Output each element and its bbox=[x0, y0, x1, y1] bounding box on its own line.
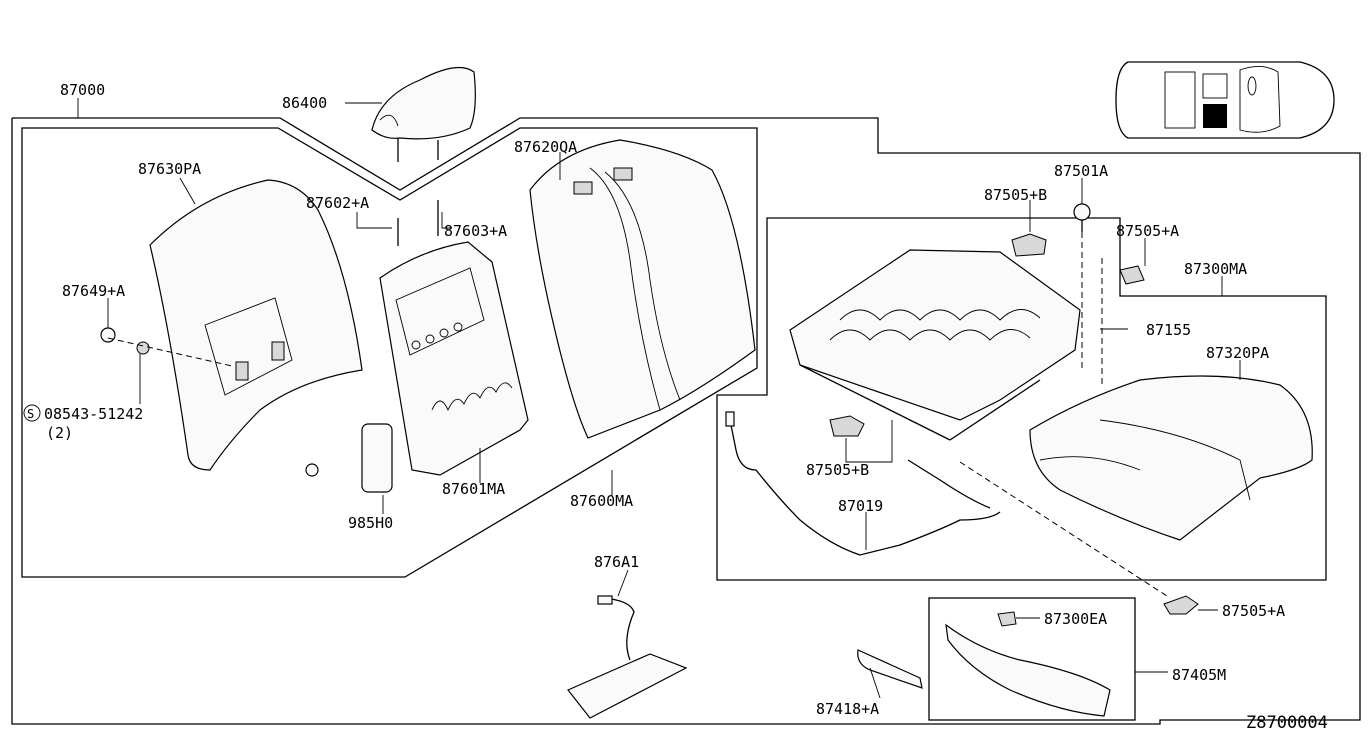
label-87405m: 87405M bbox=[1172, 666, 1226, 684]
label-87300ma: 87300MA bbox=[1184, 260, 1247, 278]
side-airbag-part bbox=[361, 423, 393, 493]
label-87505a-top: 87505+A bbox=[1116, 222, 1179, 240]
label-87019: 87019 bbox=[838, 497, 883, 515]
label-876a1: 876A1 bbox=[594, 553, 639, 571]
harness-87019 bbox=[725, 411, 1001, 556]
label-87649a: 87649+A bbox=[62, 282, 125, 300]
clip-87505a-top bbox=[1119, 265, 1145, 285]
label-87320pa: 87320PA bbox=[1206, 344, 1269, 362]
label-87000: 87000 bbox=[60, 81, 105, 99]
clip-87505a-bottom bbox=[1163, 595, 1199, 615]
clip-87505b-mid bbox=[829, 415, 865, 437]
car-location-icon bbox=[1115, 61, 1335, 139]
label-87155: 87155 bbox=[1146, 321, 1191, 339]
trim-87405m bbox=[945, 611, 1111, 717]
cushion-pad-part bbox=[1029, 375, 1313, 541]
label-08543-group: S 08543-51242 (2) bbox=[23, 404, 143, 442]
label-87505a-bottom: 87505+A bbox=[1222, 602, 1285, 620]
sensor-876a1 bbox=[567, 595, 688, 719]
seatback-outline bbox=[21, 127, 758, 578]
label-08543-qty: (2) bbox=[46, 424, 73, 442]
trim-outline bbox=[928, 597, 1136, 721]
label-87602a: 87602+A bbox=[306, 194, 369, 212]
label-985h0: 985H0 bbox=[348, 514, 393, 532]
clip-87505b-top bbox=[1011, 233, 1047, 257]
label-87600ma: 87600MA bbox=[570, 492, 633, 510]
label-87620qa: 87620QA bbox=[514, 138, 577, 156]
label-86400: 86400 bbox=[282, 94, 327, 112]
align-dash-4 bbox=[959, 461, 1171, 599]
label-87603a: 87603+A bbox=[444, 222, 507, 240]
label-87630pa: 87630PA bbox=[138, 160, 201, 178]
back-frame-part bbox=[379, 200, 529, 476]
cushion-frame-part bbox=[789, 249, 1081, 441]
cushion-outline bbox=[716, 217, 1327, 581]
label-87418a: 87418+A bbox=[816, 700, 879, 718]
bolt-87501a bbox=[1073, 203, 1091, 232]
label-87300ea: 87300EA bbox=[1044, 610, 1107, 628]
label-87505b-mid: 87505+B bbox=[806, 461, 869, 479]
headrest-part bbox=[371, 66, 476, 162]
label-08543: 08543-51242 bbox=[44, 405, 143, 423]
back-cushion-part bbox=[529, 139, 756, 439]
leader-lines bbox=[77, 98, 1241, 699]
label-08543-s: S bbox=[27, 407, 34, 421]
diagram-id: Z8700004 bbox=[1246, 713, 1328, 733]
label-87501a: 87501A bbox=[1054, 162, 1108, 180]
assembly-outline bbox=[11, 117, 1361, 725]
back-board-part bbox=[100, 179, 363, 477]
knob-87418a bbox=[857, 649, 923, 689]
align-dash-1 bbox=[107, 337, 233, 367]
label-87505b-top: 87505+B bbox=[984, 186, 1047, 204]
label-87601ma: 87601MA bbox=[442, 480, 505, 498]
